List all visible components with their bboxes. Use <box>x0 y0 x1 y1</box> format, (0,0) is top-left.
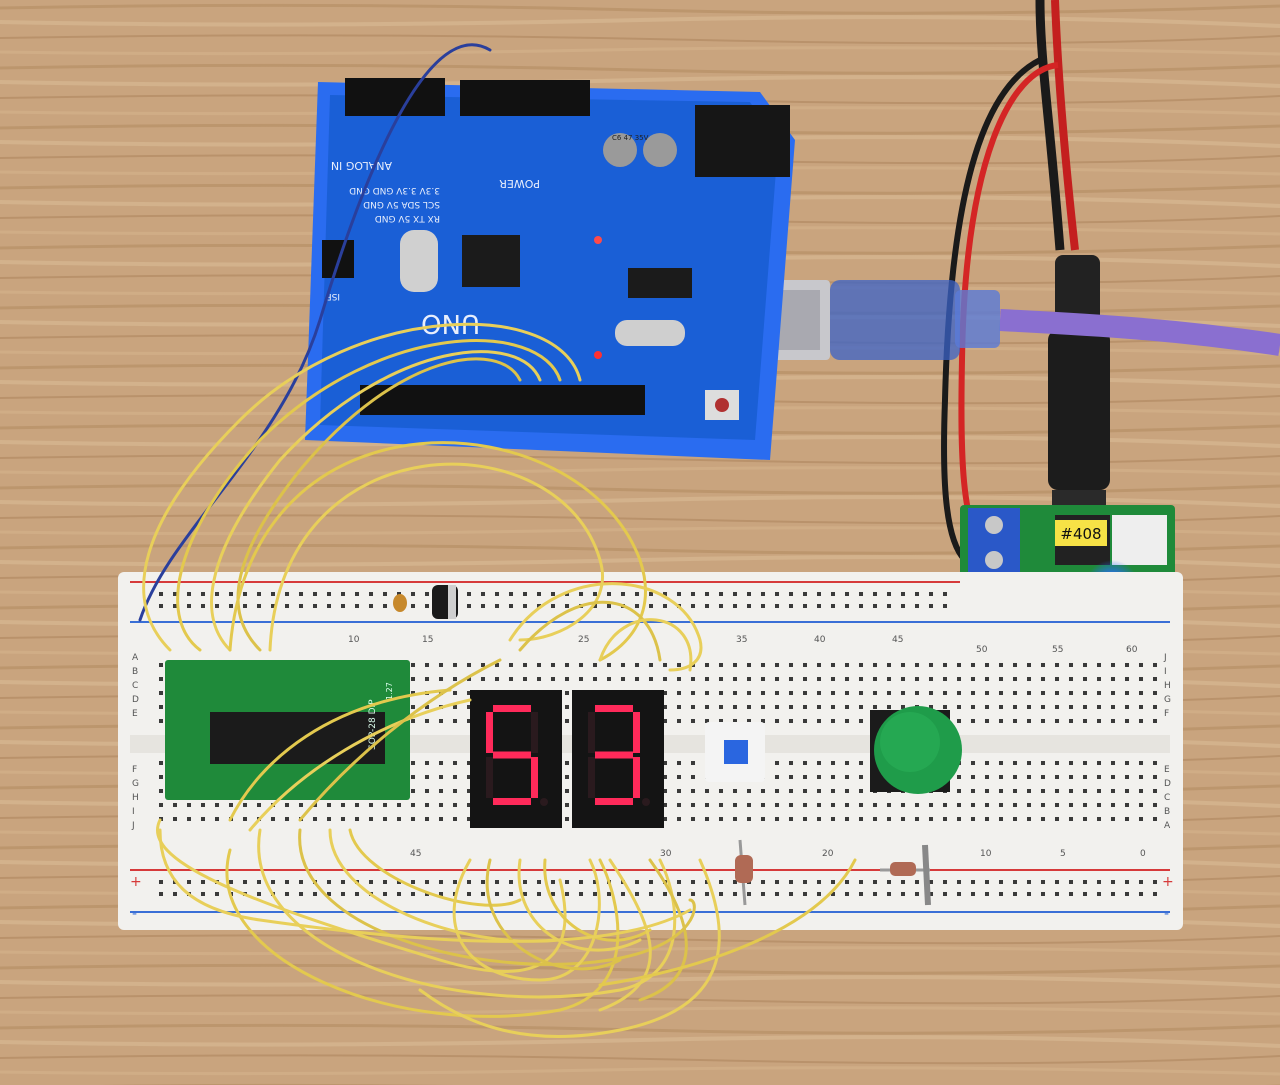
row-letter: D <box>1164 779 1171 789</box>
segment-b <box>633 712 640 753</box>
adapter-name: SOP-28 DIP <box>368 699 378 750</box>
row-letter: J <box>131 821 135 831</box>
green-push-button[interactable] <box>870 706 962 794</box>
column-number: 25 <box>578 635 589 645</box>
row-letter: B <box>132 667 138 677</box>
column-number: 5 <box>1060 849 1066 859</box>
row-letter: H <box>132 793 139 803</box>
segment-d <box>493 798 531 805</box>
row-letter: J <box>1163 653 1167 663</box>
resistor <box>735 839 753 906</box>
segment-g <box>493 751 531 759</box>
capacitor <box>643 133 677 167</box>
segment-a <box>595 705 633 712</box>
rail-sign-minus: - <box>132 906 137 922</box>
column-number: 10 <box>980 849 992 859</box>
segment-b <box>531 712 538 753</box>
board-led <box>594 236 602 244</box>
analog-in-label: ANALOG IN <box>331 159 392 172</box>
row-letter: I <box>1164 667 1167 677</box>
row-letter: G <box>1164 695 1171 705</box>
adapter-pitch: 1.27 <box>385 682 394 700</box>
module-tag <box>1055 520 1107 546</box>
row-letter: F <box>1164 709 1169 719</box>
rail-sign-minus: - <box>1164 906 1169 922</box>
row-letter: F <box>132 765 137 775</box>
segment-e <box>588 757 595 798</box>
column-number: 15 <box>422 635 433 645</box>
jumper-wires <box>138 43 857 1038</box>
ceramic-capacitor <box>393 594 407 612</box>
driver-chip <box>210 712 385 764</box>
column-number: 10 <box>348 635 360 645</box>
atmega-chip <box>462 235 520 287</box>
segment-d <box>595 798 633 805</box>
power-header <box>460 80 590 116</box>
column-number: 45 <box>892 635 903 645</box>
row-letter: B <box>1164 807 1170 817</box>
module-tag-text: #408 <box>1060 525 1101 543</box>
segment-c <box>531 757 538 798</box>
column-number: 60 <box>1126 645 1138 655</box>
electrolytic-capacitor <box>432 585 458 619</box>
row-letter: D <box>132 695 139 705</box>
row-letter: E <box>132 709 138 719</box>
segment-a <box>493 705 531 712</box>
segment-g <box>595 751 633 759</box>
column-number: 40 <box>814 635 826 645</box>
pin-row-label: SCL SDA 5V GND <box>363 199 440 209</box>
capacitor <box>603 133 637 167</box>
rail-sign-plus: + <box>1162 874 1174 890</box>
power-label: POWER <box>499 177 540 190</box>
segment-e <box>486 757 493 798</box>
rail-sign-plus: + <box>130 874 142 890</box>
digital-header <box>360 385 645 415</box>
row-letter: C <box>132 681 138 691</box>
column-number: 45 <box>410 849 421 859</box>
row-letter: E <box>1164 765 1170 775</box>
sop-adapter: SOP-28 DIP 1.27 <box>165 660 410 800</box>
segment-c <box>633 757 640 798</box>
pin-row-label: 3.3V 3.3V GND GND <box>349 185 440 195</box>
board-led <box>594 351 602 359</box>
row-letter: G <box>132 779 139 789</box>
column-number: 20 <box>822 849 834 859</box>
row-letter: C <box>1164 793 1170 803</box>
row-letter: I <box>132 807 135 817</box>
analog-header <box>345 78 445 116</box>
segment-f <box>588 712 595 753</box>
column-number: 0 <box>1140 849 1146 859</box>
arduino-uno: UNO ANALOG IN POWER 3.3V 3.3V GND GND SC… <box>305 78 795 460</box>
column-number: 30 <box>660 849 672 859</box>
blue-tactile-button[interactable] <box>705 722 765 782</box>
column-number: 55 <box>1052 645 1063 655</box>
row-letter: A <box>132 653 139 663</box>
decimal-point <box>642 798 650 806</box>
resistor <box>880 844 931 906</box>
dc-jack <box>695 105 790 177</box>
segment-f <box>486 712 493 753</box>
isp-label: ISP <box>326 291 340 301</box>
column-number: 35 <box>736 635 747 645</box>
row-letter: H <box>1164 681 1171 691</box>
column-number: 50 <box>976 645 988 655</box>
decimal-point <box>540 798 548 806</box>
row-letter: A <box>1164 821 1171 831</box>
pin-row-label: RX TX 5V GND <box>375 213 440 223</box>
cap-label: C6 47 35V <box>612 134 649 142</box>
